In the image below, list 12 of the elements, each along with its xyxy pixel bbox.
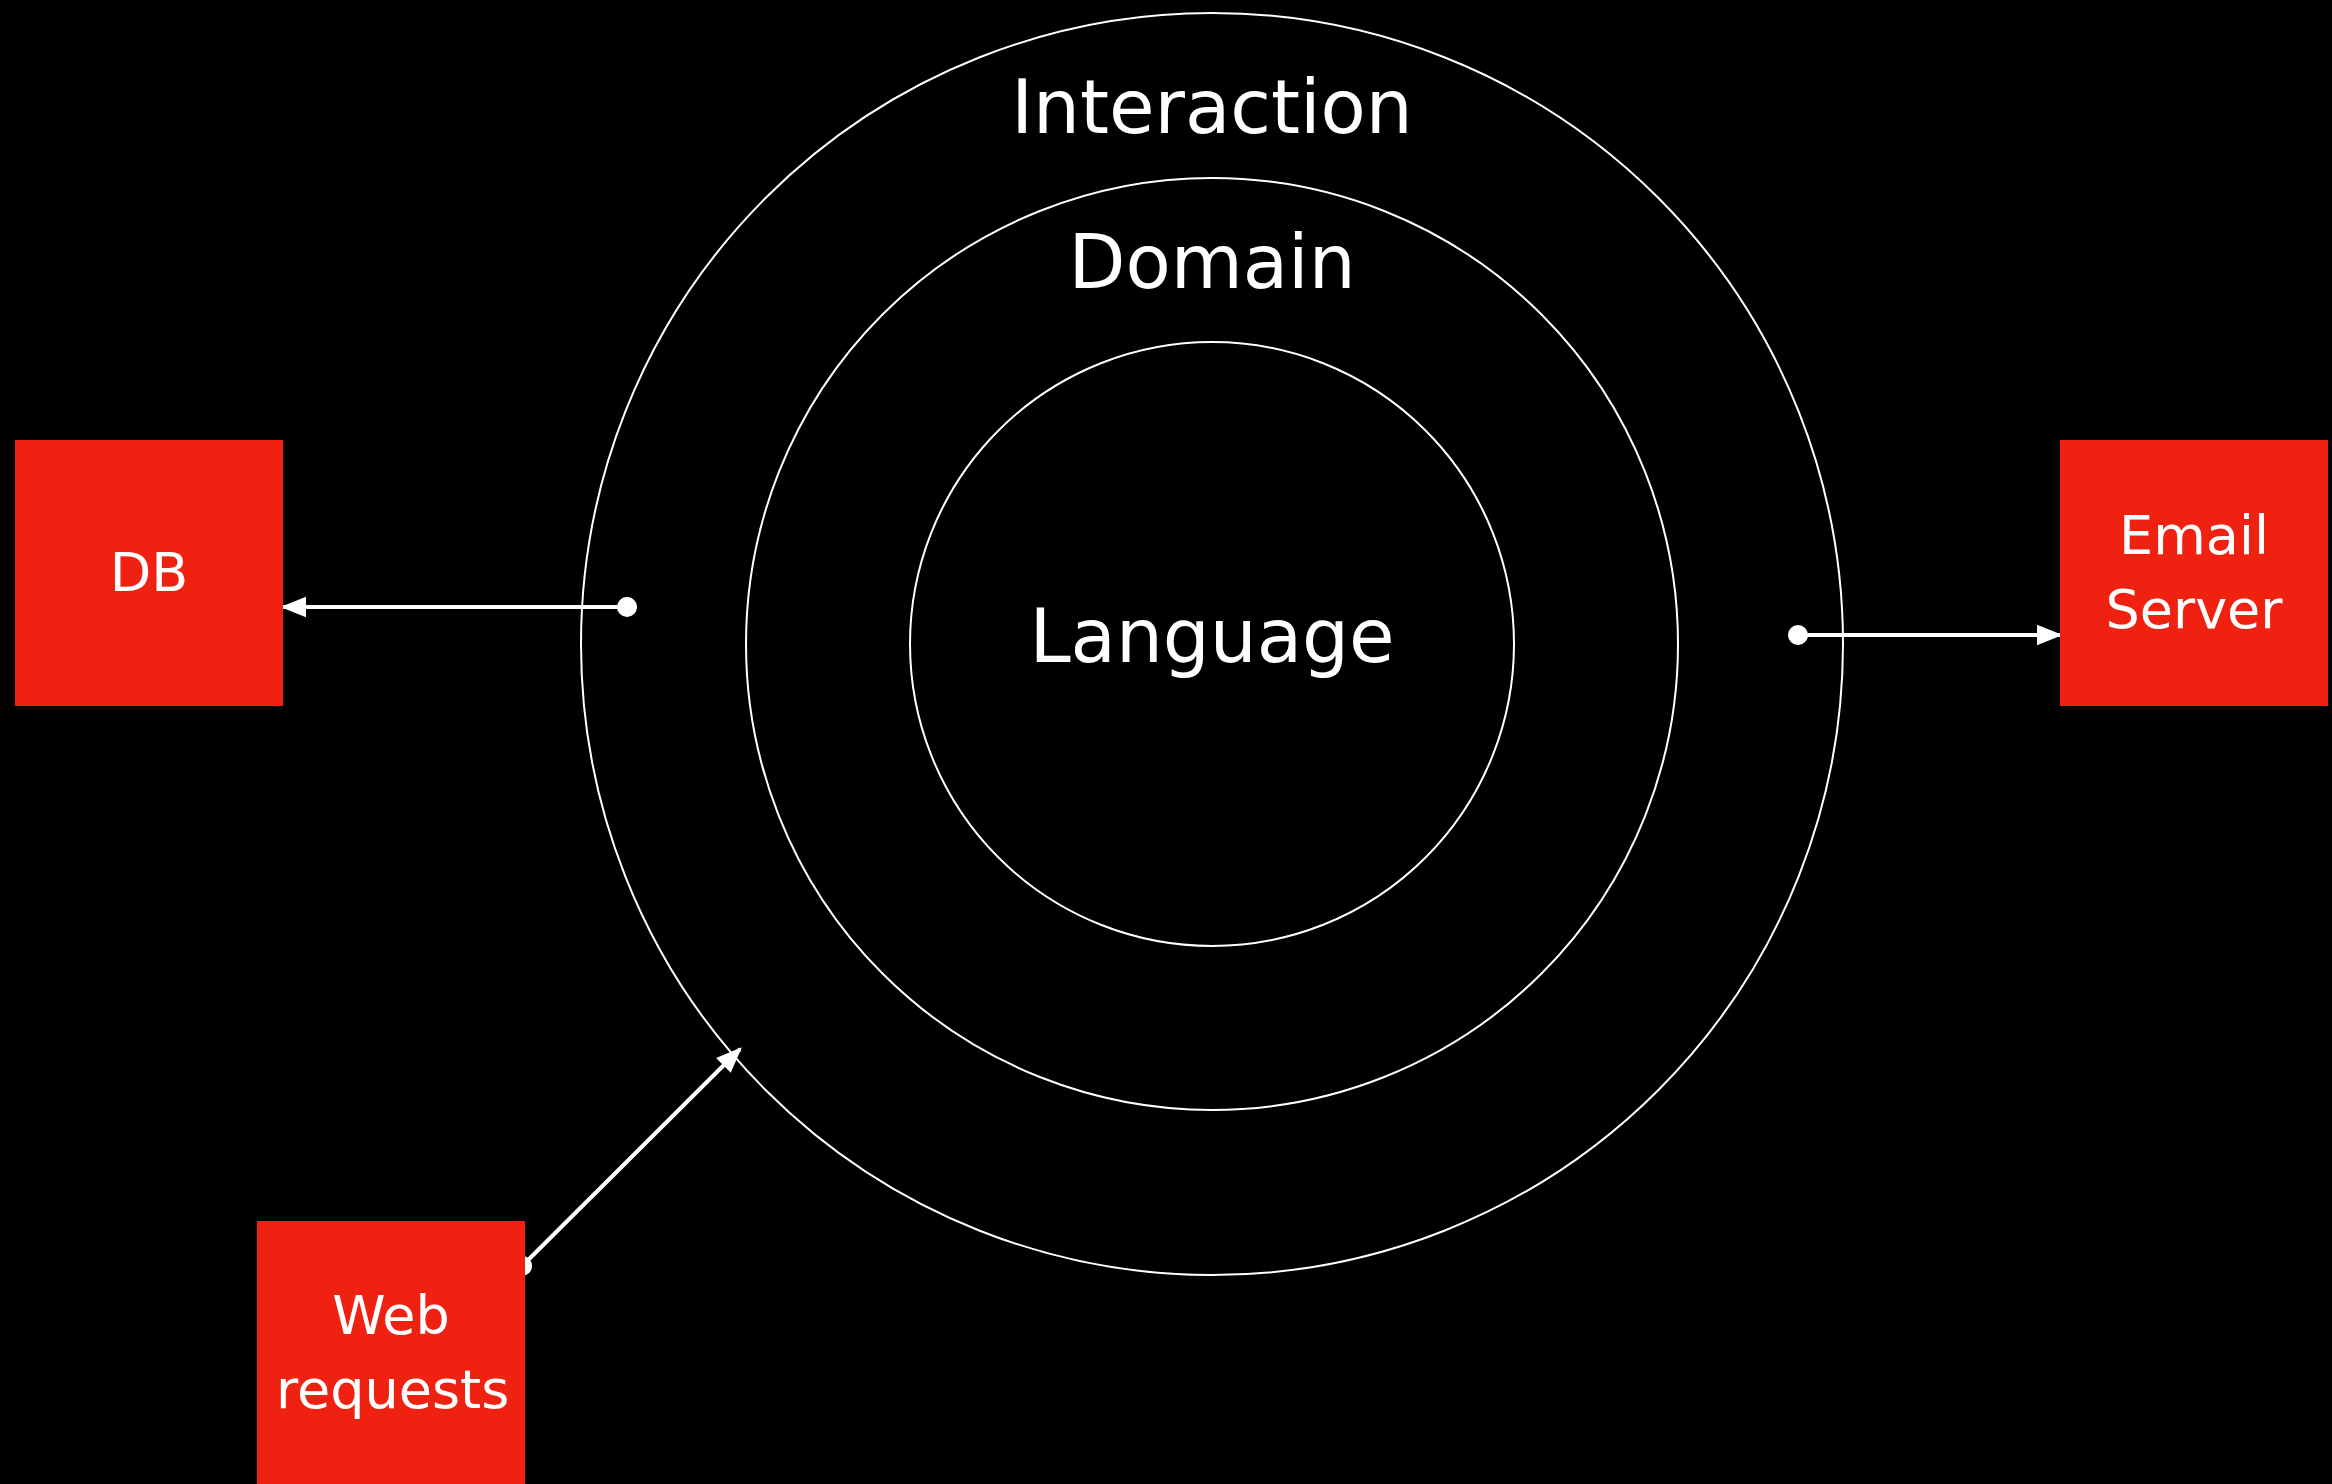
box-label: DB [108,540,190,606]
source-box [257,1221,525,1484]
inner-circle [909,341,1515,947]
middle-ring [745,177,1679,1111]
layer-label: Interaction [1010,64,1414,150]
box-label: Email Server [2104,503,2284,643]
service-box [2060,440,2328,706]
layer-label: Domain [1067,219,1357,305]
outer-ring [580,12,1844,1276]
layer-label: Language [1028,593,1396,679]
database-box [15,440,283,706]
box-label: Web requests [276,1282,506,1423]
